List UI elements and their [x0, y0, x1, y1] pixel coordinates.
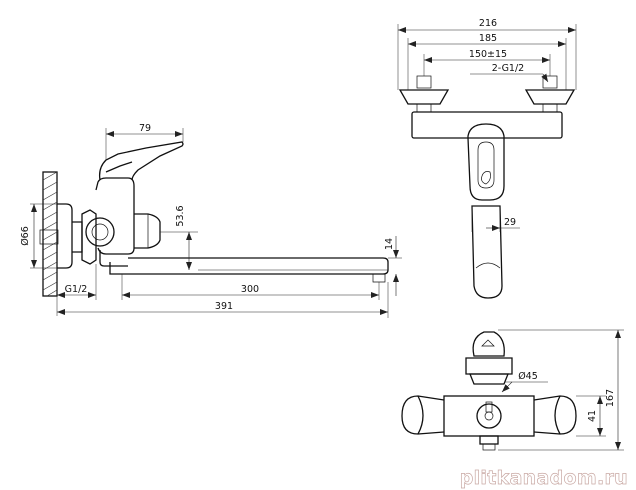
dim-height-167: 167: [498, 329, 624, 451]
dim-total-length: 391: [57, 282, 389, 318]
dim-overall-width: 216: [397, 18, 577, 90]
dim-45-label: Ø45: [518, 371, 538, 382]
handle-lever: [98, 141, 184, 181]
front-spout: [471, 205, 503, 299]
bottom-spout: [472, 331, 505, 357]
dim-diverter-diameter: Ø45: [501, 371, 548, 393]
dim-g12-label: G1/2: [65, 284, 88, 295]
dim-spout-height: 14: [384, 236, 402, 296]
dim-167-label: 167: [605, 389, 616, 407]
front-handle: [467, 123, 505, 201]
bottom-view: Ø45 41 167: [401, 329, 624, 451]
wall-section: [42, 171, 58, 297]
dim-391-label: 391: [215, 301, 233, 312]
dim-185-label: 185: [479, 33, 497, 44]
mixer-body: [95, 177, 135, 255]
front-body: [411, 111, 563, 139]
front-view: 216 185 150±15 2-G1/2 29: [397, 18, 577, 299]
side-view: 79 53.6 Ø66 14 G1/2: [20, 123, 402, 318]
supply-pipe: [39, 229, 59, 245]
diverter-knob: [134, 213, 161, 249]
dim-41-label: 41: [587, 410, 598, 422]
bottom-diverter: [465, 357, 513, 375]
dim-2g12-label: 2-G1/2: [492, 63, 524, 74]
right-disc: [533, 395, 577, 435]
diverter-circle: [476, 403, 502, 429]
dim-216-label: 216: [479, 18, 497, 29]
spout: [109, 257, 389, 275]
flange: [57, 203, 73, 269]
dim-connections: 2-G1/2: [470, 63, 549, 83]
union-nut: [81, 209, 97, 265]
watermark: plitkanadom.ru: [460, 467, 628, 489]
dim-14-label: 14: [384, 238, 395, 250]
dim-53-6-label: 53.6: [175, 205, 186, 226]
left-disc: [401, 395, 445, 435]
dim-66-label: Ø66: [20, 226, 31, 246]
dim-300-label: 300: [241, 284, 259, 295]
dim-thread: G1/2: [56, 264, 97, 316]
dim-29-label: 29: [504, 217, 516, 228]
left-connection: [398, 75, 450, 113]
dim-79-label: 79: [139, 123, 151, 134]
dim-spout-width: 29: [471, 206, 520, 232]
dim-eccentric-width: 185: [407, 33, 567, 90]
dim-spout-length: 300: [121, 274, 380, 300]
dim-height-41: 41: [576, 395, 606, 437]
dim-height-outlet: 53.6: [160, 205, 388, 271]
dim-150-label: 150±15: [469, 49, 507, 60]
body-disc: [85, 217, 115, 247]
right-connection: [524, 75, 576, 113]
dim-flange-diameter: Ø66: [20, 203, 57, 269]
dim-center-distance: 150±15: [423, 49, 551, 76]
dim-handle-width: 79: [105, 123, 184, 160]
